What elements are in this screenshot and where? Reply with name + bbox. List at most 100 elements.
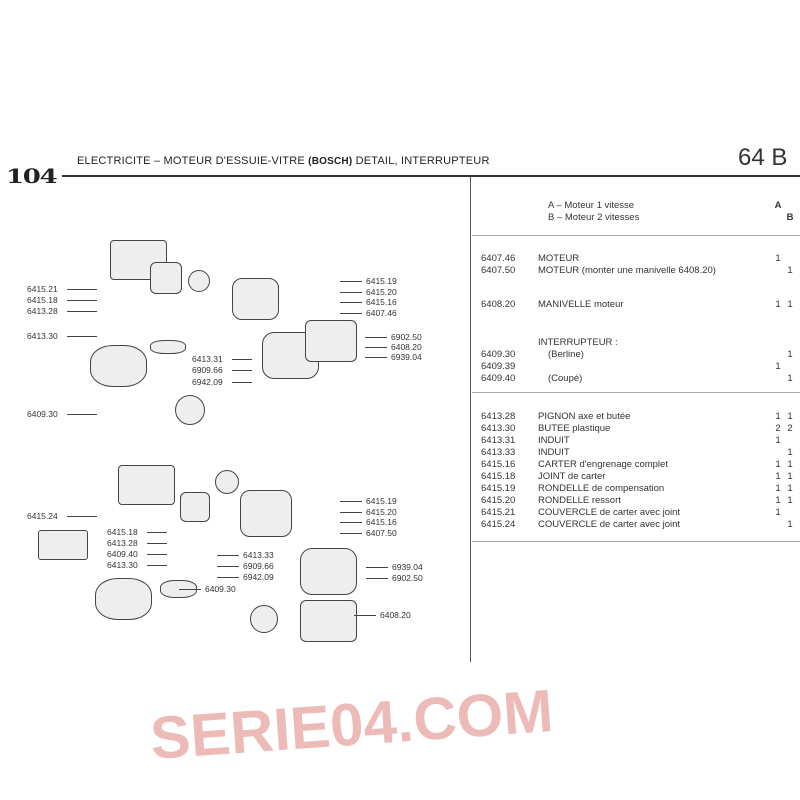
part-reference: 6409.30 — [481, 349, 516, 360]
callout-leader — [340, 292, 362, 293]
armature-drawing — [150, 340, 186, 354]
callout-leader — [147, 554, 167, 555]
part-designation: PIGNON axe et butée — [538, 411, 631, 422]
callout-leader — [340, 281, 362, 282]
parts-row: 6407.46 MOTEUR 1 — [478, 253, 796, 265]
legend-row: A – Moteur 1 vitesse A — [478, 200, 796, 212]
callout-label: 6407.50 — [366, 528, 397, 538]
cover-drawing — [118, 465, 175, 505]
part-designation: (Coupé) — [548, 373, 583, 384]
callout-label: 6415.16 — [366, 517, 397, 527]
qty-a: 1 — [775, 411, 781, 422]
callout-label: 6409.30 — [27, 409, 58, 419]
part-designation: CARTER d'engrenage complet — [538, 459, 668, 470]
qty-a: 1 — [775, 299, 781, 310]
callout-leader — [365, 337, 387, 338]
callout-leader — [366, 578, 388, 579]
section-separator — [472, 541, 800, 542]
qty-b: 1 — [787, 349, 793, 360]
watermark: SERIE04.COM — [148, 677, 556, 772]
qty-b: 1 — [787, 373, 793, 384]
callout-leader — [232, 370, 252, 371]
callout-label: 6407.46 — [366, 308, 397, 318]
callout-leader — [366, 567, 388, 568]
callout-label: 6909.66 — [192, 365, 223, 375]
callout-label: 6939.04 — [391, 352, 422, 362]
part-reference: 6413.31 — [481, 435, 516, 446]
gasket-drawing — [180, 492, 210, 522]
callout-label: 6942.09 — [243, 572, 274, 582]
legend-code-b: B — [786, 212, 794, 223]
part-reference: 6407.50 — [481, 265, 516, 276]
parts-row: 6415.24 COUVERCLE de carter avec joint 1 — [478, 519, 796, 531]
part-designation: MOTEUR — [538, 253, 580, 264]
callout-leader — [67, 336, 97, 337]
part-reference: 6408.20 — [481, 299, 516, 310]
callout-label: 6413.28 — [27, 306, 58, 316]
column-divider — [470, 177, 471, 662]
switch-box-drawing — [38, 530, 88, 560]
callout-leader — [232, 359, 252, 360]
callout-label: 6409.30 — [205, 584, 236, 594]
section-separator — [472, 235, 800, 236]
qty-b: 2 — [787, 423, 793, 434]
callout-label: 6413.31 — [192, 354, 223, 364]
qty-b: 1 — [787, 299, 793, 310]
qty-b: 1 — [787, 265, 793, 276]
part-designation: BUTEE plastique — [538, 423, 611, 434]
legend-row: B – Moteur 2 vitesses B — [478, 212, 796, 224]
callout-leader — [354, 615, 376, 616]
section-separator — [472, 392, 800, 393]
header-rule — [62, 175, 800, 177]
qty-b: 1 — [787, 519, 793, 530]
callout-label: 6413.30 — [107, 560, 138, 570]
model-logo: 104 — [6, 164, 58, 188]
qty-b: 1 — [787, 495, 793, 506]
motor-body-drawing — [90, 345, 147, 387]
callout-label: 6902.50 — [391, 332, 422, 342]
part-reference: 6415.24 — [481, 519, 516, 530]
part-reference: 6415.18 — [481, 471, 516, 482]
callout-leader — [340, 302, 362, 303]
gear-drawing — [188, 270, 210, 292]
callout-label: 6415.19 — [366, 496, 397, 506]
callout-label: 6413.33 — [243, 550, 274, 560]
qty-a: 1 — [775, 471, 781, 482]
legend-text: A – Moteur 1 vitesse — [548, 200, 635, 211]
part-reference: 6407.46 — [481, 253, 516, 264]
motor-body-drawing — [95, 578, 152, 620]
callout-leader — [67, 289, 97, 290]
qty-a: 2 — [775, 423, 781, 434]
part-reference: 6409.39 — [481, 361, 516, 372]
callout-leader — [340, 533, 362, 534]
qty-a: 1 — [775, 361, 781, 372]
motor-drawing — [300, 548, 357, 595]
qty-a: 1 — [775, 253, 781, 264]
legend-text: B – Moteur 2 vitesses — [548, 212, 640, 223]
legend-code-a: A — [774, 200, 782, 211]
part-designation: COUVERCLE de carter avec joint — [538, 519, 681, 530]
part-reference: 6413.30 — [481, 423, 516, 434]
qty-a: 1 — [775, 495, 781, 506]
callout-label: 6415.20 — [366, 287, 397, 297]
page-number: 64 B — [738, 144, 788, 171]
part-reference: 6415.21 — [481, 507, 516, 518]
callout-label: 6408.20 — [391, 342, 422, 352]
part-reference: 6409.40 — [481, 373, 516, 384]
part-designation: RONDELLE de compensation — [538, 483, 665, 494]
callout-label: 6413.28 — [107, 538, 138, 548]
callout-label: 6415.16 — [366, 297, 397, 307]
part-designation: INDUIT — [538, 447, 570, 458]
switch-drawing — [250, 605, 278, 633]
page-title: ELECTRICITE – MOTEUR D'ESSUIE-VITRE (BOS… — [77, 155, 490, 167]
housing-drawing — [300, 600, 357, 642]
parts-row: INTERRUPTEUR : — [478, 337, 796, 349]
